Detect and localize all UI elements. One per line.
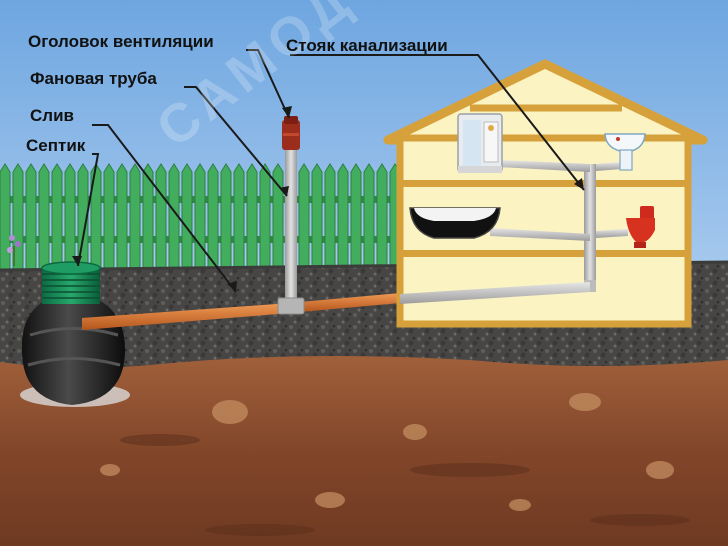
fence-picket — [246, 163, 258, 275]
fence-picket — [38, 163, 50, 275]
fence-picket — [25, 163, 37, 275]
fence-picket — [168, 163, 180, 275]
septic-tank-icon — [20, 261, 130, 407]
washbasin-icon — [604, 133, 646, 171]
fence-picket — [337, 163, 349, 275]
bathtub-icon — [409, 207, 501, 239]
fence-picket — [103, 163, 115, 275]
fence-picket — [116, 163, 128, 275]
fence-picket — [350, 163, 362, 275]
label-fan-pipe: Фановая труба — [30, 69, 157, 88]
label-drain: Слив — [30, 106, 74, 125]
callout-leaders — [77, 49, 585, 293]
label-sewer-stack: Стояк канализации — [286, 36, 448, 55]
clay-texture — [120, 434, 690, 536]
fence-picket — [363, 163, 375, 275]
fence-picket — [194, 163, 206, 275]
sewer-stack — [400, 160, 628, 304]
fence-picket — [298, 163, 310, 275]
fence-picket — [311, 163, 323, 275]
label-vent-head: Оголовок вентиляции — [28, 32, 214, 51]
callout-arrowheads — [72, 106, 584, 292]
garden-fence — [0, 163, 401, 275]
fence-picket — [0, 163, 11, 275]
fence-picket — [259, 163, 271, 275]
toilet-icon — [626, 206, 655, 248]
fence-picket — [129, 163, 141, 275]
drain-pipe — [82, 293, 400, 330]
flowers — [7, 235, 21, 266]
fence-picket — [51, 163, 63, 275]
fence-picket — [181, 163, 193, 275]
vent-cap-icon — [282, 116, 300, 150]
fence-picket — [233, 163, 245, 275]
fence-picket — [220, 163, 232, 275]
fence-picket — [324, 163, 336, 275]
clay-stones — [100, 393, 674, 511]
label-septic: Септик — [26, 136, 86, 155]
fence-picket — [155, 163, 167, 275]
shower-cabin-icon — [457, 113, 503, 173]
fence-picket — [376, 163, 388, 275]
clay-layer — [0, 355, 728, 546]
